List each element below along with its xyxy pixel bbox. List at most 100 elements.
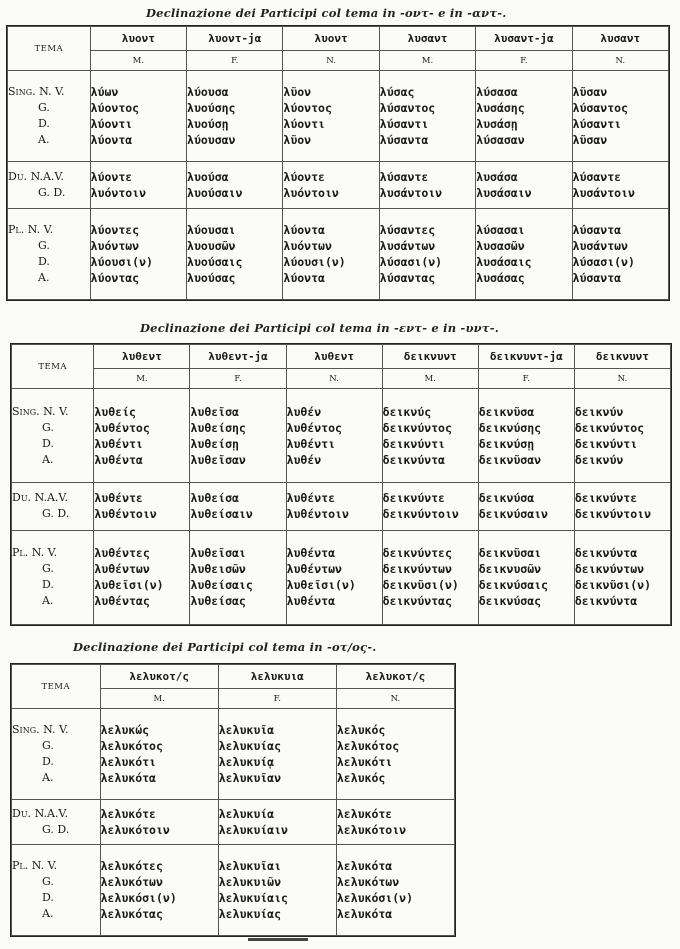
declined-form: λύσαντι [572,117,622,132]
declined-form: λελυκώς [100,722,150,737]
declined-form: δεικνύντων [382,562,452,577]
declined-form: λύσαντα [572,222,622,237]
declined-form: λύοντα [283,270,325,285]
table-3-title: Declinazione dei Participi col tema in -… [73,640,377,654]
declined-form: λύοντε [283,169,325,184]
case-name: D. [42,754,54,768]
stem-header: λυθεντ [93,344,191,369]
declined-form: λύσασα [476,85,518,100]
declined-form: δεικνῦσι(ν) [574,578,652,593]
declined-form: λελυκυίας [218,738,282,753]
declined-form: λύσαντα [379,133,429,148]
declined-form: λελυκότοιν [336,822,407,837]
declined-form: λυθέντοιν [286,507,349,522]
declined-form: δεικνύντος [382,420,452,435]
declined-form: λύοντι [90,117,133,132]
declined-form: λῦσαν [572,85,608,100]
case-name: D. [42,578,54,592]
declined-form: λῦον [283,133,312,148]
case-label: G. [8,100,90,116]
case-name: G. [42,738,54,752]
declined-form: λυούσα [187,169,229,184]
declined-form: λύσασι(ν) [572,254,635,269]
declined-form: δεικνύντος [574,420,645,435]
declined-form: λυσασῶν [476,238,525,253]
case-label: D. [8,116,90,132]
declined-form: λελυκυίας [218,907,282,922]
gender-header: N. [571,50,670,71]
declined-form: λελυκότος [100,738,163,753]
declined-form: λυούσης [187,101,236,116]
declined-form: λύοντε [90,169,133,184]
declined-form: λελυκός [336,722,386,737]
declined-form: λυόντοιν [283,185,339,200]
stem-header: λυοντ-jα [186,26,284,51]
case-label: A. [8,132,90,148]
declined-form: λελυκόσι(ν) [100,891,177,906]
case-label: D. [12,890,100,906]
case-name: G. D. [42,507,70,521]
declined-form: λυθέν [286,452,322,467]
number-label: Du. [8,169,28,183]
case-label: G. [12,738,100,754]
declined-form: λυθέντος [94,420,150,435]
gender-header: M. [89,50,188,71]
declined-form: λυσάντοιν [572,185,635,200]
case-name: G. [42,562,54,576]
declined-form: δεικνύντε [382,491,445,506]
declined-form: λυόντων [283,238,332,253]
declined-form: δεικνυσῶν [478,562,542,577]
stem-header: λελυκυια [217,664,337,689]
declined-form: δεικνύς [382,404,432,419]
number-label: Sing. [12,404,40,418]
case-name: G. [38,238,50,252]
declined-form: δεικνύντα [574,546,638,561]
declined-form: λύσαντες [379,222,436,237]
declined-form: λύσαντε [379,169,429,184]
case-label: A. [12,906,100,922]
declined-form: δεικνύντε [574,491,638,506]
declined-form: λυθέντες [94,546,150,561]
declined-form: δεικνύντοιν [382,507,459,522]
gender-header: M. [378,50,477,71]
gender-header: N. [335,688,456,709]
case-name: N. V. [43,404,69,418]
number-label: Sing. [8,85,36,99]
gender-header: F. [186,50,284,71]
declined-form: λυθέν [286,404,322,419]
case-name: A. [38,133,50,147]
declined-form: λελυκυῖαι [218,859,282,874]
case-labels: Pl. N. V.G.D.A. [7,207,91,301]
declined-form: λύουσαι [187,222,236,237]
case-label: D. [12,436,93,452]
declined-form: λυσάσῃ [476,117,518,132]
case-name: N. V. [31,546,58,560]
declined-form: λελυκυία [218,806,275,821]
gender-header: F. [217,688,337,709]
declined-form: λυσάσα [476,169,518,184]
declined-form: λυθεισῶν [190,562,246,577]
case-name: G. [42,875,54,889]
declined-form: λελυκυίᾳ [218,754,275,769]
case-label: Sing. N. V. [12,722,100,738]
declined-form: λυθέντε [94,491,143,506]
declined-form: λελυκότων [336,875,400,890]
